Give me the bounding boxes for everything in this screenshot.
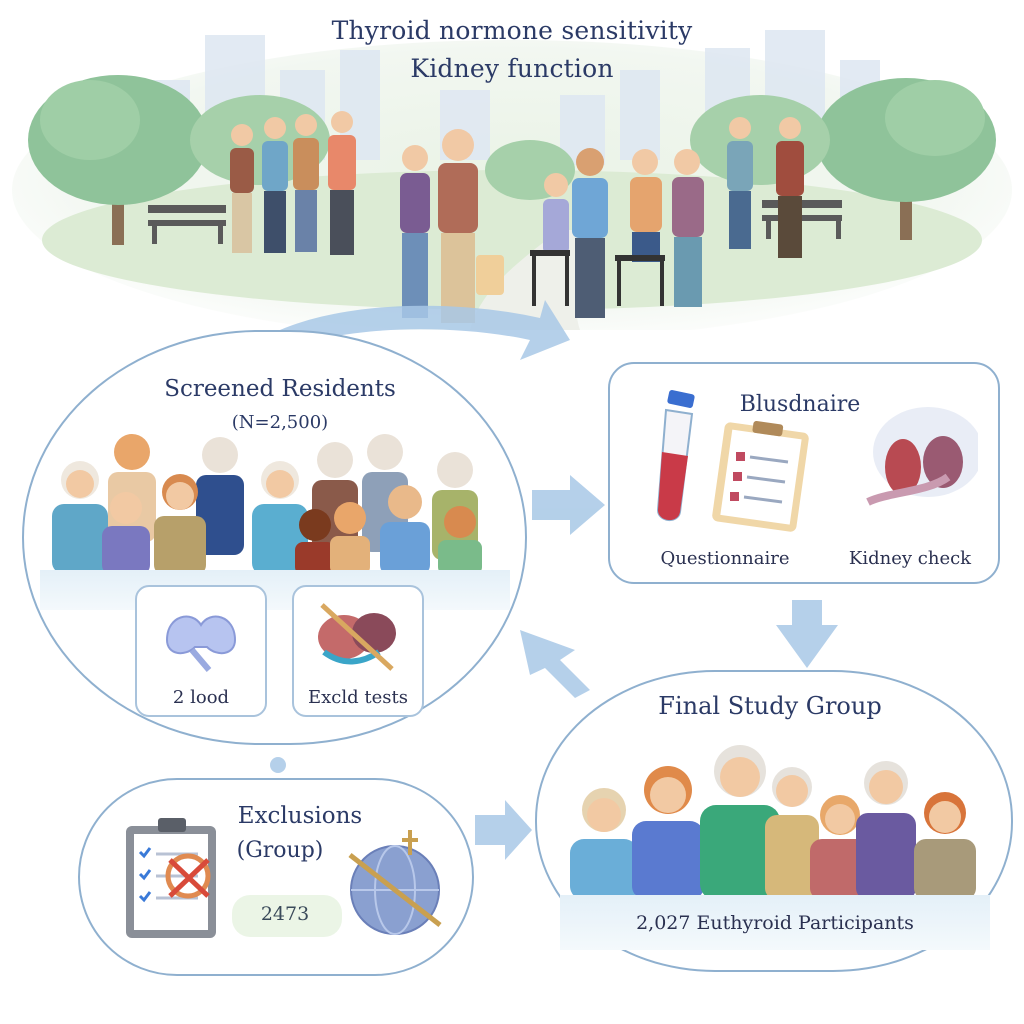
assessments-title: Blusdnaire — [739, 392, 861, 417]
arrow-final-to-screened — [520, 630, 590, 698]
final-study-group-title: Final Study Group — [658, 692, 882, 720]
tree-left — [28, 75, 208, 245]
exclusions-title-line-1: Exclusions — [237, 803, 363, 829]
connector-dot — [270, 757, 286, 773]
screened-residents-count: (N=2,500) — [231, 412, 329, 433]
screened-panel-fade — [40, 570, 510, 610]
exclusions-count-wash — [232, 895, 342, 937]
crossed-globe-icon — [348, 830, 442, 935]
blood-tile-label: 2 lood — [172, 687, 230, 708]
crossed-organ-icon — [318, 603, 396, 671]
final-group-crowd — [560, 735, 990, 900]
arrow-screened-to-assessments — [532, 475, 605, 535]
diagram-title-line-2: Kidney function — [410, 54, 614, 83]
clipboard-icon — [712, 420, 809, 532]
tree-right — [816, 78, 996, 240]
park-scene — [0, 0, 1024, 340]
kidney-icon — [866, 407, 978, 506]
questionnaire-label: Questionnaire — [660, 548, 790, 569]
arrow-park-to-screened — [280, 300, 570, 360]
kidney-check-label: Kidney check — [848, 548, 972, 569]
diagram-title-line-1: Thyroid normone sensitivity — [331, 16, 693, 45]
screened-crowd-illustration — [52, 434, 482, 575]
screened-residents-crowd — [40, 430, 510, 575]
blood-tile: 2 lood — [135, 585, 267, 717]
excluded-tests-tile-label: Excld tests — [308, 687, 408, 708]
exclusions-count: 2473 — [260, 903, 310, 925]
excluded-tests-tile: Excld tests — [292, 585, 424, 717]
exclusions-title-line-2: (Group) — [236, 838, 324, 863]
screened-residents-title: Screened Residents — [164, 376, 396, 402]
thyroid-icon — [165, 615, 237, 672]
final-crowd-illustration — [570, 745, 976, 900]
arrow-exclusions-to-final — [475, 800, 532, 860]
arrow-assessments-to-final — [776, 600, 838, 668]
park-illustration — [12, 30, 1012, 340]
blood-tube-icon — [656, 390, 695, 521]
final-panel-fade — [560, 895, 990, 950]
final-group-caption: 2,027 Euthyroid Participants — [636, 912, 914, 934]
crossed-clipboard-icon — [126, 818, 216, 938]
assessment-icons — [656, 390, 978, 532]
